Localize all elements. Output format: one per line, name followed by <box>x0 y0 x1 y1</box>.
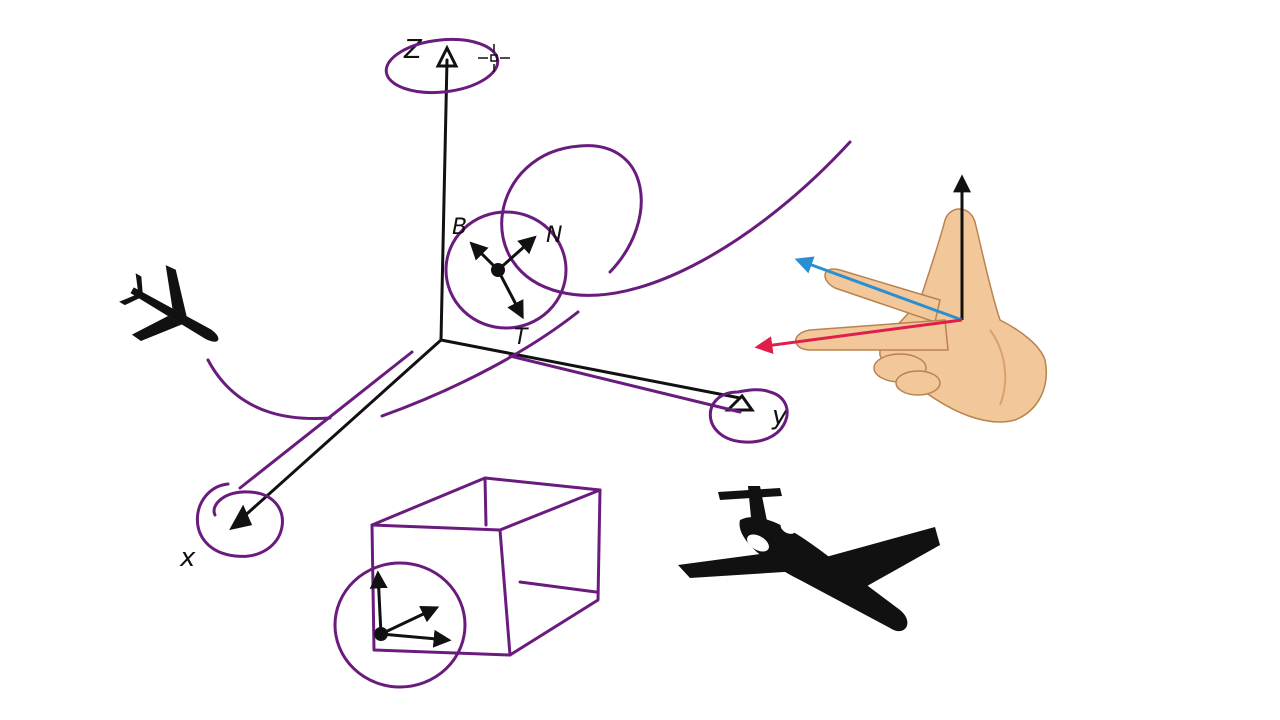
x-axis-label: x <box>179 543 196 573</box>
z-axis-arrowhead <box>435 44 459 68</box>
hand-red-vector <box>754 318 963 355</box>
tangent-vector <box>496 268 524 320</box>
y-loop-tail <box>508 354 742 414</box>
right-hand-rule-icon <box>754 174 1047 423</box>
body-frame-box <box>333 476 602 689</box>
world-axes <box>229 44 755 531</box>
body-frame-up-vector <box>369 570 388 636</box>
axis-rotation-loops <box>196 37 789 558</box>
small-airplane-icon <box>119 265 219 342</box>
box-hidden-edge-2 <box>518 580 598 594</box>
y-axis-line <box>439 338 742 400</box>
binormal-label: B <box>452 215 467 240</box>
hand-blue-vector <box>794 256 963 322</box>
y-axis-arrowhead <box>724 393 755 412</box>
normal-vector <box>496 235 537 272</box>
osculating-loop <box>500 140 852 297</box>
flight-path-curve <box>206 310 580 421</box>
x-rotation-loop <box>196 482 284 558</box>
x-axis-line <box>238 338 443 522</box>
hand-pinky-finger <box>895 370 941 396</box>
frame-circle <box>444 210 568 330</box>
body-frame-right-vector <box>379 606 440 636</box>
box-right-face <box>508 488 602 657</box>
body-frame-forward-vector <box>379 629 452 648</box>
x-axis-arrowhead <box>229 504 253 531</box>
binormal-vector <box>469 241 500 272</box>
tnb-frame: B N T <box>444 140 852 350</box>
y-rotation-loop <box>708 388 789 444</box>
box-top-face <box>370 476 602 532</box>
normal-label: N <box>546 223 562 248</box>
box-hidden-edge-1 <box>483 476 488 527</box>
z-axis-label: Z <box>403 35 423 65</box>
crosshair-cursor-icon <box>478 44 510 72</box>
body-frame-circle <box>333 561 467 689</box>
large-airplane-icon <box>678 486 940 632</box>
x-loop-tail <box>238 350 414 490</box>
z-axis-line <box>439 58 449 342</box>
tangent-label: T <box>514 325 529 350</box>
hand-index-finger <box>824 268 941 323</box>
